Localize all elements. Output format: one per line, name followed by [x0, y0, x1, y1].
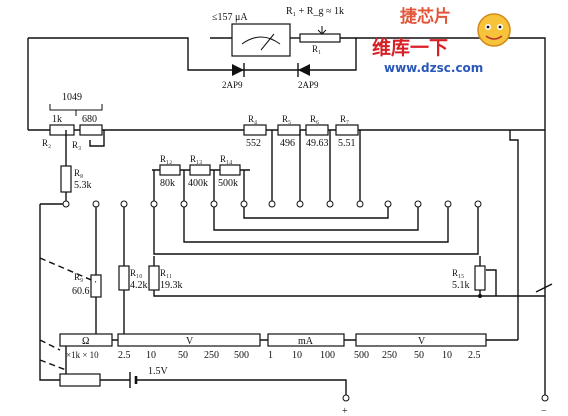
r3-label: R₃ [72, 140, 81, 150]
v-tick-50: 50 [178, 350, 188, 361]
watermark-mascot-icon [477, 13, 511, 47]
ohm-symbol: Ω [82, 336, 89, 347]
diode-left [232, 63, 245, 77]
v-tick-2.5: 2.5 [118, 350, 131, 361]
v2-tick-250: 250 [382, 350, 397, 361]
r9-value-label: 60.6 [72, 286, 90, 297]
diode-right-label: 2AP9 [298, 80, 319, 90]
r15-value-label: 5.1k [452, 280, 470, 291]
r5-label: R₅ [282, 114, 291, 124]
switch-contacts [120, 200, 482, 208]
r3-resistor [79, 124, 103, 136]
battery [129, 372, 138, 388]
r13-label: R₁₃ [190, 154, 202, 164]
v-tick-10: 10 [146, 350, 156, 361]
r8-value-label: 5.3k [74, 180, 92, 191]
r1-label: R₁ [312, 44, 321, 54]
battery-label: 1.5V [148, 366, 169, 377]
r7-resistor [335, 124, 359, 136]
r10-resistor [118, 265, 130, 291]
r12-value-label: 80k [160, 178, 175, 189]
r11-resistor [148, 265, 160, 291]
v-tick-500: 500 [234, 350, 249, 361]
r12-resistor [159, 164, 181, 176]
r13-value-label: 400k [188, 178, 208, 189]
ma-tick-100: 100 [320, 350, 335, 361]
r8-label: R₈ [74, 168, 83, 178]
r15-label: R₁₅ [452, 268, 464, 278]
r14-resistor [219, 164, 241, 176]
r13-resistor [189, 164, 211, 176]
r1-rg-label: R₁ + R_g ≈ 1k [286, 6, 344, 17]
r11-value-label: 19.3k [160, 280, 183, 291]
ohm-adjust-resistor [59, 373, 101, 387]
r5-resistor [277, 124, 301, 136]
r7-label: R₇ [340, 114, 349, 124]
ma-symbol: mA [298, 336, 314, 347]
r3-value-label: 680 [82, 114, 97, 125]
r9-label: R₉ [74, 272, 83, 282]
v-tick-250: 250 [204, 350, 219, 361]
meter-sensitivity-label: ≤157 μA [212, 12, 248, 23]
v2-tick-50: 50 [414, 350, 424, 361]
r12-label: R₁₂ [160, 154, 172, 164]
r9-resistor [90, 274, 102, 298]
v-symbol-left: V [186, 336, 194, 347]
r10-value-label: 4.2k [130, 280, 148, 291]
r2-value-label: 1k [52, 114, 62, 125]
r6-resistor [305, 124, 329, 136]
watermark-logo-text: 捷芯片 [400, 6, 451, 27]
v-symbol-right: V [418, 336, 426, 347]
r10-label: R₁₀ [130, 268, 142, 278]
plus-terminal-label: + [342, 406, 348, 416]
r6-value-label: 49.63 [306, 138, 329, 149]
watermark-brand: 维库一下 [372, 36, 448, 59]
r1-resistor [299, 33, 341, 43]
r4-value-label: 552 [246, 138, 261, 149]
r14-value-label: 500k [218, 178, 238, 189]
r4-resistor [243, 124, 267, 136]
r5-value-label: 496 [280, 138, 295, 149]
ma-tick-10: 10 [292, 350, 302, 361]
r14-label: R₁₄ [220, 154, 232, 164]
r7-value-label: 5.51 [338, 138, 356, 149]
diode-right [297, 63, 310, 77]
v2-tick-500: 500 [354, 350, 369, 361]
r6-label: R₆ [310, 114, 319, 124]
meter-box [231, 23, 291, 57]
v2-tick-2.5: 2.5 [468, 350, 481, 361]
r8-resistor [60, 165, 72, 193]
minus-terminal-label: − [541, 406, 547, 416]
v2-tick-10: 10 [442, 350, 452, 361]
r2-label: R₂ [42, 138, 51, 148]
ohm-range-label: ×1k × 10 [66, 350, 99, 360]
ma-tick-1: 1 [268, 350, 273, 361]
r11-label: R₁₁ [160, 268, 172, 278]
r2-resistor [49, 124, 75, 136]
r15-resistor [474, 265, 486, 291]
diode-left-label: 2AP9 [222, 80, 243, 90]
r4-label: R₄ [248, 114, 257, 124]
bracket-value-label: 1049 [62, 92, 82, 103]
watermark-site: www.dzsc.com [384, 61, 483, 75]
